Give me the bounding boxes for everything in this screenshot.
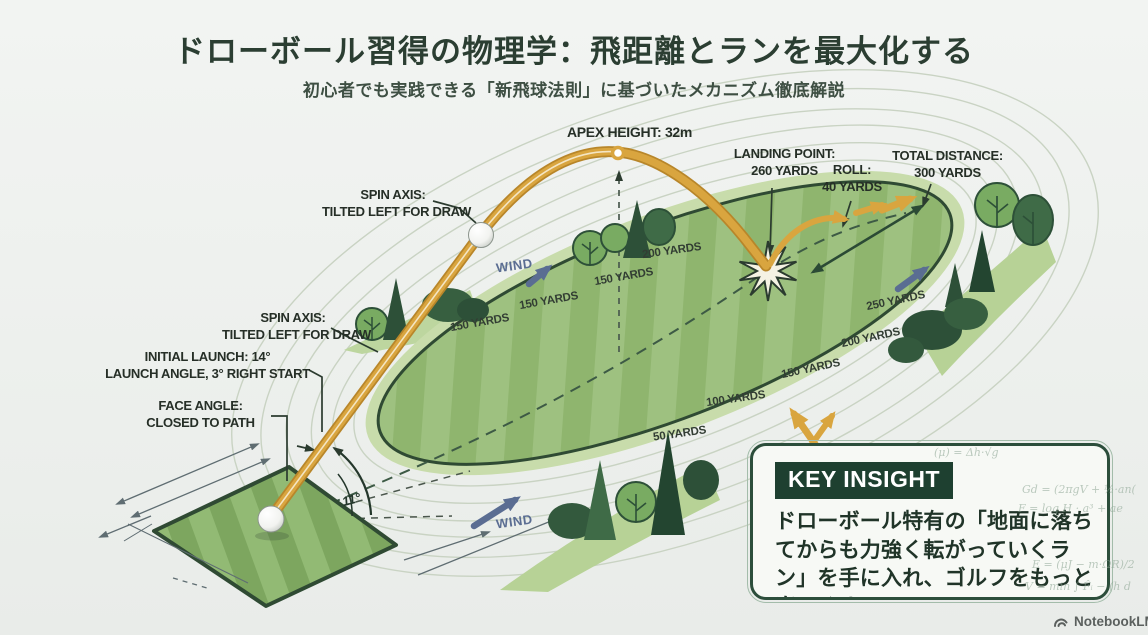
decorative-formula: V = min ∫ F̂ᵢ − (h d <box>1025 580 1131 593</box>
tree-cluster-bottom-center <box>548 430 719 540</box>
page-title: ドローボール習得の物理学：飛距離とランを最大化する <box>174 34 974 69</box>
decorative-formula: E = (μJ − m·ΩR)/2 <box>1032 558 1135 571</box>
spin-axis-lower-line1: SPIN AXIS: <box>260 310 326 325</box>
apex-height-label: APEX HEIGHT: 32m <box>566 124 693 140</box>
insight-pointer-arrows <box>789 407 836 451</box>
landing-point-line2: 260 YARDS <box>751 162 818 178</box>
key-insight-card: KEY INSIGHT ドローボール特有の「地面に落ちてからも力強く転がっていく… <box>746 439 1114 604</box>
face-angle-line1: FACE ANGLE: <box>158 398 243 413</box>
tree-cluster-left <box>355 278 489 341</box>
roll-line1: ROLL: <box>832 162 872 177</box>
tee-ball-shadow <box>255 531 289 541</box>
tree-cluster-top-center <box>572 200 676 266</box>
apex-marker <box>610 145 626 161</box>
initial-launch-label: INITIAL LAUNCH: 14° LAUNCH ANGLE, 3° RIG… <box>105 349 310 382</box>
key-insight-text: ドローボール特有の「地面に落ちてからも力強く転がっていくラン」を手に入れ、ゴルフ… <box>775 510 1094 597</box>
run-distance-arrow <box>810 204 925 274</box>
roll-line2: 40 YARDS <box>822 178 882 194</box>
initial-launch-line2: LAUNCH ANGLE, 3° RIGHT START <box>105 365 310 381</box>
spin-axis-lower-label: SPIN AXIS: TILTED LEFT FOR DRAW <box>222 310 372 343</box>
decorative-formula: (μ) = Δh·√g <box>934 446 999 459</box>
watermark: NotebookLM <box>1053 614 1148 629</box>
launch-angle-arc <box>332 446 373 517</box>
page-subtitle: 初心者でも実践できる「新飛球法則」に基づいたメカニズム徹底解説 <box>302 81 846 100</box>
total-distance-line1: TOTAL DISTANCE: <box>892 148 1003 163</box>
tee-ball <box>257 505 285 533</box>
spin-axis-lower-line2: TILTED LEFT FOR DRAW <box>222 326 372 342</box>
total-distance-line2: 300 YARDS <box>914 164 981 180</box>
face-angle-line2: CLOSED TO PATH <box>146 414 255 430</box>
notebooklm-icon <box>1054 618 1068 627</box>
face-angle-label: FACE ANGLE: CLOSED TO PATH <box>133 398 268 431</box>
tree-cluster-right <box>888 182 1054 363</box>
decorative-formula: F = log H · a³ + ae <box>1018 502 1123 515</box>
roll-label: ROLL: 40 YARDS <box>816 162 888 195</box>
key-insight-badge: KEY INSIGHT <box>775 462 954 499</box>
dimension-lines <box>98 443 558 589</box>
decorative-formula: Gd = (2πgV + ½·an( <box>1022 483 1136 496</box>
initial-launch-line1: INITIAL LAUNCH: 14° <box>144 349 271 364</box>
watermark-text: NotebookLM <box>1074 614 1148 629</box>
spin-axis-upper-label: SPIN AXIS: TILTED LEFT FOR DRAW <box>322 187 472 220</box>
landing-point-line1: LANDING POINT: <box>733 146 836 161</box>
landing-point-label: LANDING POINT: 260 YARDS <box>722 146 847 179</box>
spin-axis-upper-line2: TILTED LEFT FOR DRAW <box>322 203 472 219</box>
total-distance-label: TOTAL DISTANCE: 300 YARDS <box>880 148 1015 181</box>
flight-ball <box>468 222 494 248</box>
spin-axis-upper-line1: SPIN AXIS: <box>360 187 426 202</box>
wind-arrows <box>470 264 930 530</box>
bounce-roll-arrows <box>767 195 918 267</box>
